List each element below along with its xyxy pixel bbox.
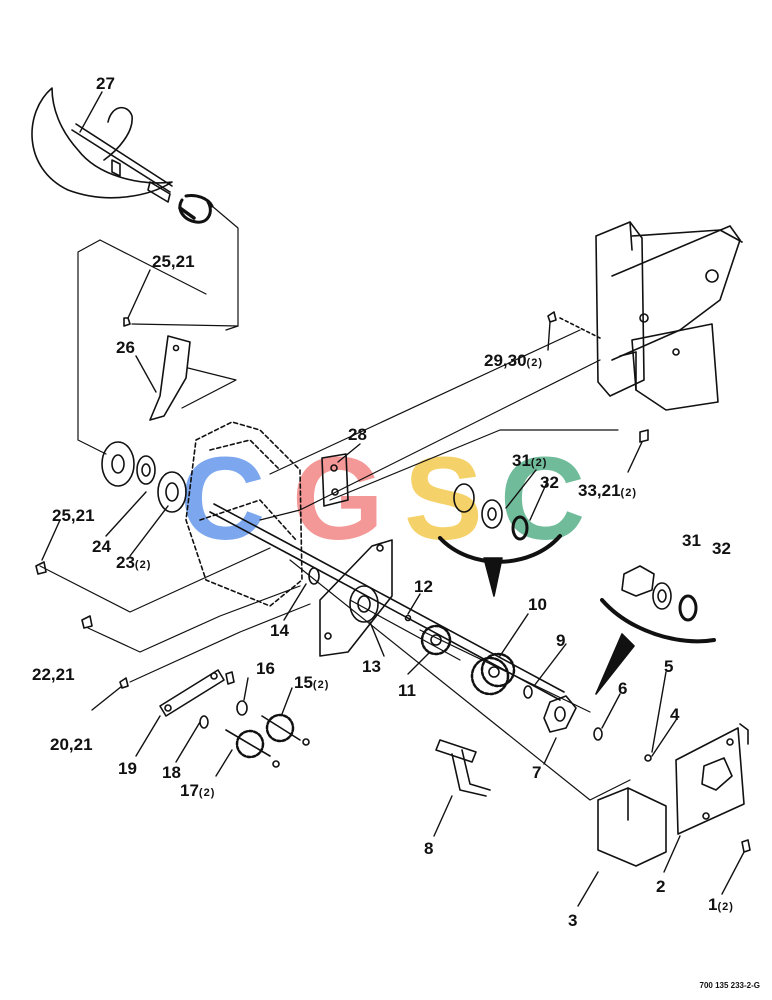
label-10: 10: [528, 595, 547, 614]
assembly-guide-lines: [39, 205, 631, 801]
drive-housing: [185, 421, 303, 607]
label-3: 3: [568, 911, 578, 930]
bolt-22-21: [81, 615, 93, 629]
label-5: 5: [664, 657, 674, 676]
label-24: 24: [92, 537, 111, 556]
frame-upper-right: [547, 221, 743, 443]
double-sprocket-10: [470, 652, 516, 696]
label-16: 16: [256, 659, 275, 678]
label-29-30: 29,30(2): [484, 351, 543, 370]
label-11: 11: [398, 681, 416, 700]
label-14: 14: [270, 621, 289, 640]
label-27: 27: [96, 74, 115, 93]
label-25-21-lower: 25,21: [52, 506, 95, 525]
watermark-letter-3: S: [404, 433, 483, 565]
bearing-31-32-upper: [438, 483, 562, 597]
label-32-upper: 32: [540, 473, 559, 492]
label-31-detail: 31: [682, 531, 701, 550]
label-7: 7: [532, 763, 542, 782]
label-32-detail: 32: [712, 539, 731, 558]
label-4: 4: [670, 705, 680, 724]
leader-arrows: [41, 91, 745, 907]
label-13: 13: [362, 657, 381, 676]
ring-14: [308, 567, 320, 585]
small-hardware: [404, 614, 652, 762]
shield-3: [597, 787, 751, 867]
bearing-31-32-detail: [595, 565, 716, 695]
label-15: 15(2): [294, 673, 330, 692]
label-28: 28: [348, 425, 367, 444]
label-17: 17(2): [180, 781, 216, 800]
bolt-25-21-lower: [35, 561, 47, 575]
document-number: 700 135 233-2-G: [699, 981, 761, 990]
drive-shaft: [209, 503, 565, 701]
idler-sprockets-15-17: [199, 700, 310, 768]
auger-flight-27: [31, 87, 214, 224]
bearing-flange-left: [101, 441, 187, 513]
label-9: 9: [556, 631, 566, 650]
watermark-letter-4: C: [500, 433, 586, 565]
label-18: 18: [162, 763, 181, 782]
label-8: 8: [424, 839, 434, 858]
label-6: 6: [618, 679, 628, 698]
label-1: 1(2): [708, 895, 734, 914]
label-12: 12: [414, 577, 433, 596]
plate-28: [321, 453, 349, 507]
bearing-plate-13: [319, 539, 393, 657]
label-25-21-upper: 25,21: [152, 252, 195, 271]
mounting-plate-2: [675, 723, 749, 835]
arm-8: [435, 739, 491, 797]
label-31-upper: 31(2): [512, 451, 548, 470]
label-26: 26: [116, 338, 135, 357]
idler-arm-19: [119, 669, 235, 717]
label-33-21: 33,21(2): [578, 481, 637, 500]
sprocket-11: [420, 624, 452, 656]
label-19: 19: [118, 759, 137, 778]
label-2: 2: [656, 877, 666, 896]
bracket-26: [123, 317, 191, 421]
label-23: 23(2): [116, 553, 152, 572]
label-22-21: 22,21: [32, 665, 75, 684]
watermark-letter-2: G: [292, 433, 384, 565]
label-20-21: 20,21: [50, 735, 93, 754]
